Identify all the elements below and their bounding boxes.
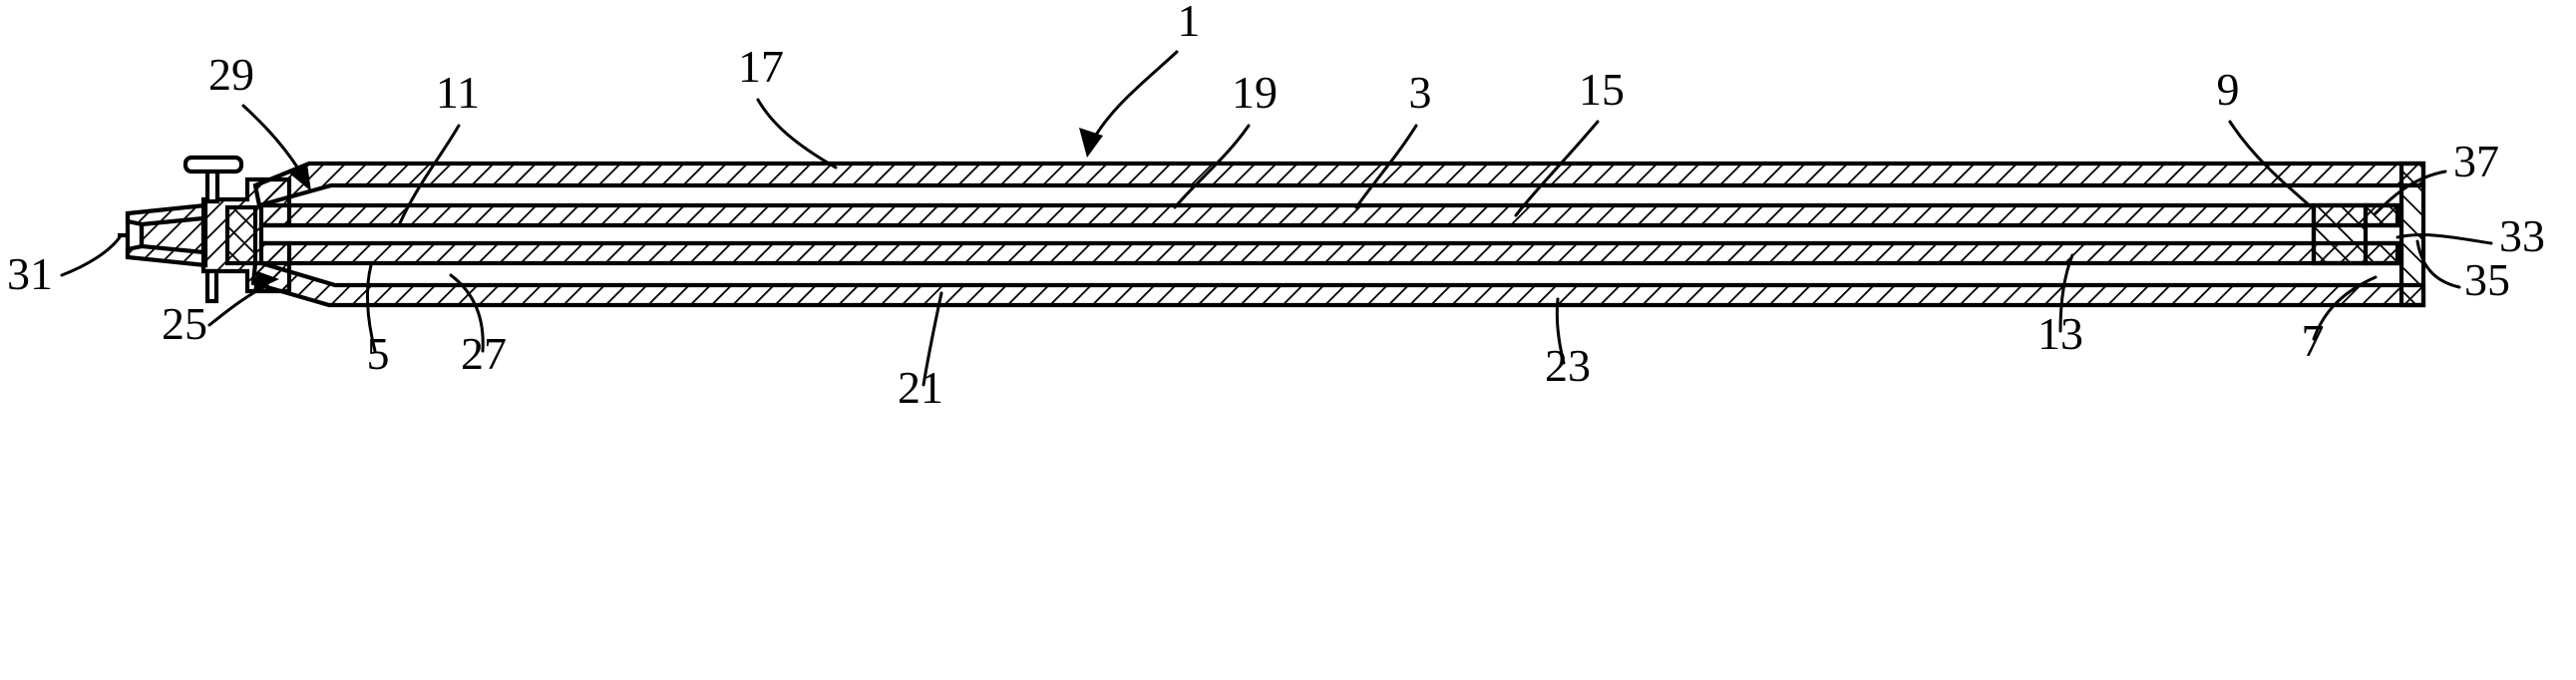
ref-numeral-17: 17 — [738, 41, 784, 92]
piston-assembly — [2311, 202, 2400, 266]
arrow-29-head — [287, 164, 311, 191]
ref-numeral-29: 29 — [208, 49, 254, 100]
ref-numeral-21: 21 — [898, 362, 943, 413]
ref-numeral-23: 23 — [1545, 340, 1591, 391]
ref-numeral-37: 37 — [2453, 136, 2499, 186]
ref-numeral-1: 1 — [1178, 0, 1201, 46]
lower-converging-wall — [250, 260, 2426, 308]
arrow-1-head — [1079, 128, 1103, 158]
ref-numeral-9: 9 — [2217, 64, 2240, 115]
valve-seat-plug — [224, 204, 258, 266]
ref-numeral-15: 15 — [1579, 64, 1625, 115]
tapered-nozzle — [125, 202, 208, 268]
inner-upper-wall — [258, 202, 2404, 228]
ref-numeral-31: 31 — [7, 248, 53, 299]
inner-lower-wall — [258, 240, 2404, 266]
ref-numeral-35: 35 — [2464, 254, 2510, 305]
leader-lines-layer — [60, 50, 2493, 387]
upper-converging-wall — [252, 161, 2426, 208]
ref-numeral-19: 19 — [1232, 67, 1278, 118]
ref-numeral-5: 5 — [367, 328, 390, 379]
ref-numeral-11: 11 — [436, 67, 480, 118]
ref-numeral-33: 33 — [2499, 210, 2545, 261]
nozzle-tip-opening — [118, 213, 131, 257]
ref-numeral-25: 25 — [162, 298, 207, 349]
arrow-25-head — [253, 271, 279, 291]
ref-numeral-3: 3 — [1409, 67, 1432, 118]
valve-t-handle — [183, 155, 244, 304]
reference-numerals-layer: 1 29 17 11 19 3 15 9 37 33 35 31 25 5 27… — [7, 0, 2545, 413]
